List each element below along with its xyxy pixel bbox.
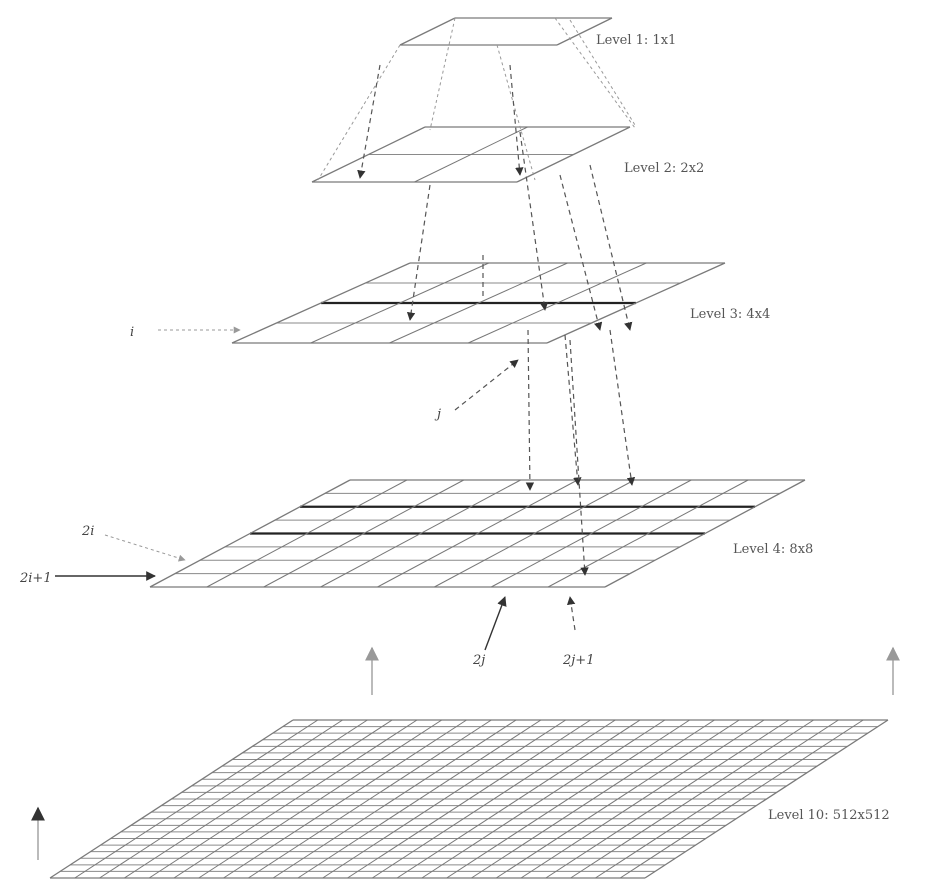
grid-column-line bbox=[272, 719, 517, 879]
grid-column-line bbox=[595, 719, 839, 879]
level-3-label: Level 3: 4x4 bbox=[690, 307, 770, 322]
grid-column-line bbox=[223, 719, 467, 879]
grid-column-line bbox=[149, 479, 351, 588]
2j-arrow bbox=[484, 596, 507, 651]
j-label: j bbox=[434, 407, 441, 422]
level-4-grid bbox=[149, 479, 806, 588]
level-2-label: Level 2: 2x2 bbox=[624, 161, 704, 176]
grid-column-line bbox=[263, 479, 464, 588]
grid-column-line bbox=[389, 262, 568, 344]
grid-column-line bbox=[495, 719, 740, 879]
grid-column-line bbox=[198, 719, 443, 879]
level-10-label: Level 10: 512x512 bbox=[768, 808, 890, 823]
level-connector-arrows bbox=[357, 64, 636, 576]
grid-column-line bbox=[446, 719, 690, 879]
grid-column-line bbox=[124, 719, 368, 879]
grid-column-line bbox=[414, 126, 528, 183]
grid-column-line bbox=[173, 719, 418, 879]
i-label: i bbox=[130, 325, 134, 340]
2i-arrow bbox=[104, 534, 186, 562]
grid-column-line bbox=[248, 719, 492, 879]
grid-column-line bbox=[421, 719, 666, 879]
index-arrows bbox=[55, 326, 576, 651]
2i-label: 2i bbox=[81, 524, 94, 539]
grid-column-line bbox=[556, 17, 613, 46]
level-2-grid bbox=[311, 126, 631, 183]
grid-column-line bbox=[619, 719, 864, 879]
grid-column-line bbox=[310, 262, 489, 344]
grid-column-line bbox=[434, 479, 635, 588]
grid-column-line bbox=[148, 719, 393, 879]
grid-column-line bbox=[516, 126, 631, 183]
grid-column-line bbox=[468, 262, 647, 344]
grid-column-line bbox=[372, 719, 616, 879]
level-1-grid bbox=[399, 17, 613, 46]
continuation-arrows bbox=[31, 646, 900, 860]
grid-column-line bbox=[320, 479, 521, 588]
grid-column-line bbox=[49, 719, 294, 879]
grid-column-line bbox=[74, 719, 319, 879]
level-4-label: Level 4: 8x8 bbox=[733, 542, 813, 557]
level-1-label: Level 1: 1x1 bbox=[596, 33, 676, 48]
grid-column-line bbox=[399, 17, 456, 46]
grid-column-line bbox=[297, 719, 542, 879]
grid-column-line bbox=[322, 719, 566, 879]
grid-column-line bbox=[347, 719, 591, 879]
grid-column-line bbox=[396, 719, 641, 879]
grid-column-line bbox=[546, 262, 726, 344]
grid-column-line bbox=[99, 719, 343, 879]
level-grids bbox=[49, 17, 889, 879]
2j-plus-1-arrow bbox=[566, 596, 576, 631]
grid-column-line bbox=[206, 479, 408, 588]
grid-column-line bbox=[545, 719, 790, 879]
level-3-grid bbox=[231, 262, 726, 344]
grid-column-line bbox=[604, 479, 806, 588]
grid-column-line bbox=[520, 719, 765, 879]
2i-plus-1-label: 2i+1 bbox=[19, 571, 52, 586]
2j-plus-1-label: 2j+1 bbox=[562, 653, 594, 668]
grid-column-line bbox=[231, 262, 411, 344]
grid-column-line bbox=[377, 479, 578, 588]
grid-column-line bbox=[570, 719, 814, 879]
grid-column-line bbox=[644, 719, 889, 879]
grid-column-line bbox=[311, 126, 426, 183]
frustum-edges bbox=[317, 17, 636, 181]
grid-column-line bbox=[471, 719, 715, 879]
level-10-grid bbox=[49, 719, 889, 879]
grid-column-line bbox=[491, 479, 692, 588]
2j-label: 2j bbox=[472, 653, 485, 668]
j-arrow bbox=[454, 359, 519, 411]
